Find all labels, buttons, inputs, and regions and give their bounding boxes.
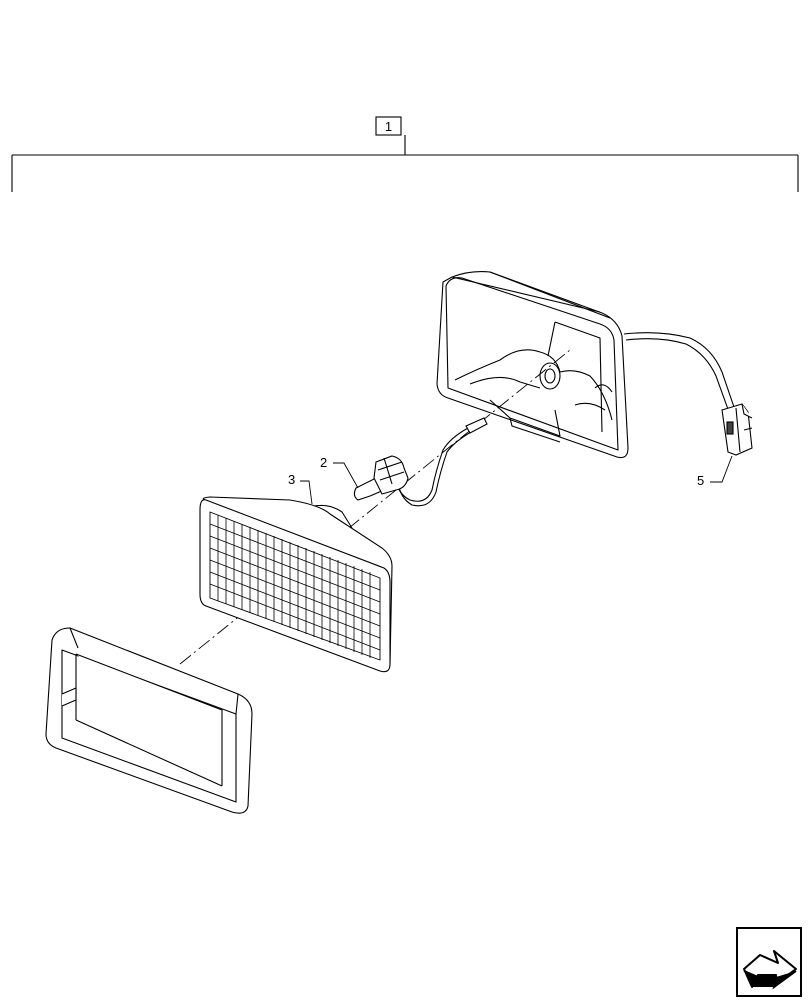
callout-2[interactable]: 2 [320,455,359,489]
next-page-arrow-icon [743,950,797,990]
next-page-button[interactable] [736,927,802,997]
callout-5[interactable]: 5 [697,455,733,488]
assembly-bracket [11,135,799,192]
callout-label-3: 3 [288,472,295,487]
wire-harness [623,332,736,413]
callout-label-5: 5 [697,473,704,488]
callout-label-2: 2 [320,455,327,470]
lamp-bezel [45,627,253,814]
callout-3[interactable]: 3 [288,472,313,505]
halogen-bulb [353,455,409,501]
lamp-housing [436,271,629,459]
assembly-item-box[interactable]: 1 [375,116,402,136]
assembly-item-number: 1 [385,119,392,134]
harness-connector [721,403,753,456]
lens-grid-pattern [209,515,381,658]
grid-lens [199,496,393,673]
bulb-pigtail-wire [395,417,488,507]
